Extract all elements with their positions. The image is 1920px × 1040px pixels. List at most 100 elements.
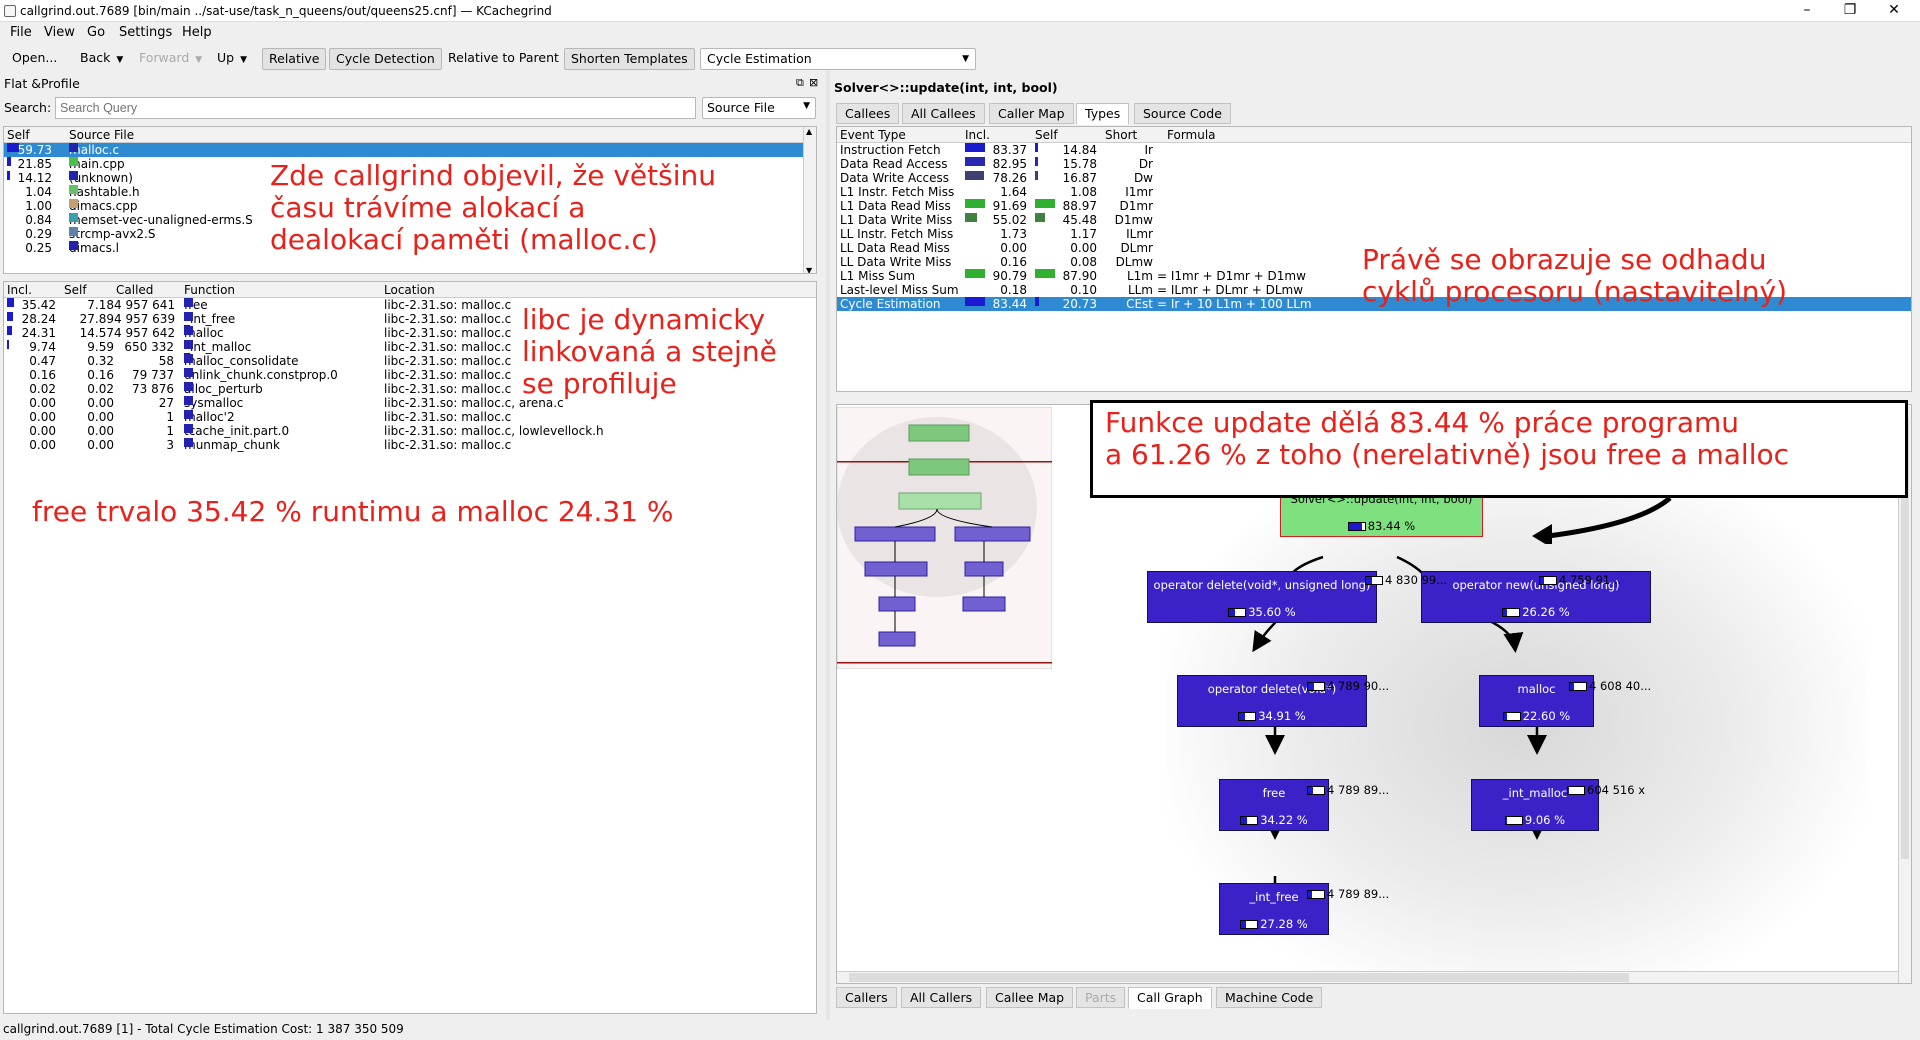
menu-go[interactable]: Go	[87, 25, 106, 40]
birds-eye-minimap[interactable]	[837, 407, 1052, 669]
forward-button[interactable]: Forward▼	[133, 48, 208, 70]
col-short[interactable]: Short	[1105, 128, 1138, 142]
tab-all-callers[interactable]: All Callers	[901, 987, 982, 1008]
shorten-templates-toggle[interactable]: Shorten Templates	[564, 48, 695, 70]
col-self[interactable]: Self	[64, 283, 87, 297]
event-type-select[interactable]: Cycle Estimation ▼	[700, 48, 976, 70]
tab-machine-code[interactable]: Machine Code	[1216, 987, 1323, 1008]
col-source-file[interactable]: Source File	[69, 128, 135, 142]
splitter[interactable]	[826, 70, 830, 1020]
tab-callers[interactable]: Callers	[836, 987, 897, 1008]
node-operator-delete-sized[interactable]: operator delete(void*, unsigned long) 35…	[1147, 571, 1377, 623]
function-label: tcache_init.part.0	[184, 424, 290, 438]
col-formula[interactable]: Formula	[1167, 128, 1216, 142]
cycle-detection-toggle[interactable]: Cycle Detection	[329, 48, 442, 70]
tab-callees[interactable]: Callees	[836, 103, 900, 124]
relative-toggle[interactable]: Relative	[262, 48, 327, 70]
edge-label[interactable]: 4 789 90...	[1307, 679, 1389, 693]
chevron-down-icon[interactable]: ▼	[195, 55, 203, 65]
menu-help[interactable]: Help	[182, 25, 212, 40]
relative-to-parent-toggle[interactable]: Relative to Parent	[448, 50, 559, 65]
tab-callee-map[interactable]: Callee Map	[986, 987, 1074, 1008]
horizontal-scrollbar[interactable]	[837, 971, 1899, 983]
group-by-select[interactable]: Source File ▼	[702, 97, 816, 119]
menu-file[interactable]: File	[10, 25, 32, 40]
tab-call-graph[interactable]: Call Graph	[1128, 987, 1212, 1009]
edge-label[interactable]: 4 608 40...	[1569, 679, 1651, 693]
menu-settings[interactable]: Settings	[119, 25, 173, 40]
col-called[interactable]: Called	[116, 283, 154, 297]
scroll-up-icon[interactable]: ▲	[806, 127, 813, 136]
maximize-icon[interactable]: ❐	[1843, 2, 1857, 18]
tab-caller-map[interactable]: Caller Map	[989, 103, 1074, 124]
edge-label[interactable]: 604 516 x	[1567, 783, 1645, 797]
scroll-thumb[interactable]	[849, 973, 1629, 982]
vertical-scrollbar[interactable]	[1898, 405, 1911, 983]
edge-label[interactable]: 4 789 89...	[1307, 887, 1389, 901]
open-button[interactable]: Open...	[12, 50, 58, 65]
float-icon[interactable]: ⧉	[796, 76, 804, 89]
close-icon[interactable]: ✕	[1888, 2, 1900, 18]
node-operator-new[interactable]: operator new(unsigned long) 26.26 %	[1421, 571, 1651, 623]
col-location[interactable]: Location	[384, 283, 435, 297]
menu-view[interactable]: View	[44, 25, 75, 40]
scrollbar[interactable]: ▲ ▼	[803, 127, 816, 274]
search-input[interactable]	[55, 97, 696, 119]
col-self[interactable]: Self	[1035, 128, 1058, 142]
scroll-down-icon[interactable]: ▼	[806, 266, 813, 274]
col-incl[interactable]: Incl.	[7, 283, 32, 297]
back-button[interactable]: Back▼	[74, 48, 129, 70]
close-icon[interactable]: ⊠	[809, 76, 819, 89]
tab-source-code[interactable]: Source Code	[1134, 103, 1231, 124]
col-event-type[interactable]: Event Type	[840, 128, 906, 142]
called-count: 4 957 642	[114, 326, 176, 340]
chevron-down-icon[interactable]: ▼	[116, 55, 124, 65]
tab-types[interactable]: Types	[1076, 103, 1130, 125]
chevron-down-icon[interactable]: ▼	[240, 55, 248, 65]
node-operator-delete[interactable]: operator delete(void*) 34.91 %	[1177, 675, 1367, 727]
col-incl[interactable]: Incl.	[965, 128, 990, 142]
node-int-free[interactable]: _int_free 27.28 %	[1219, 883, 1329, 935]
table-row[interactable]: 14.12(unknown)	[4, 171, 816, 185]
up-button[interactable]: Up▼	[211, 48, 253, 70]
tab-all-callees[interactable]: All Callees	[902, 103, 985, 124]
scroll-thumb[interactable]	[1901, 419, 1909, 859]
edge-label[interactable]: 4 789 89...	[1307, 783, 1389, 797]
edge-label[interactable]: 4 830 99...	[1365, 573, 1447, 587]
edge-label[interactable]: 4 759 91...	[1539, 573, 1621, 587]
col-function[interactable]: Function	[184, 283, 236, 297]
minimize-icon[interactable]: –	[1803, 2, 1811, 18]
col-self[interactable]: Self	[7, 128, 30, 142]
self-cost: 21.85	[17, 157, 52, 171]
